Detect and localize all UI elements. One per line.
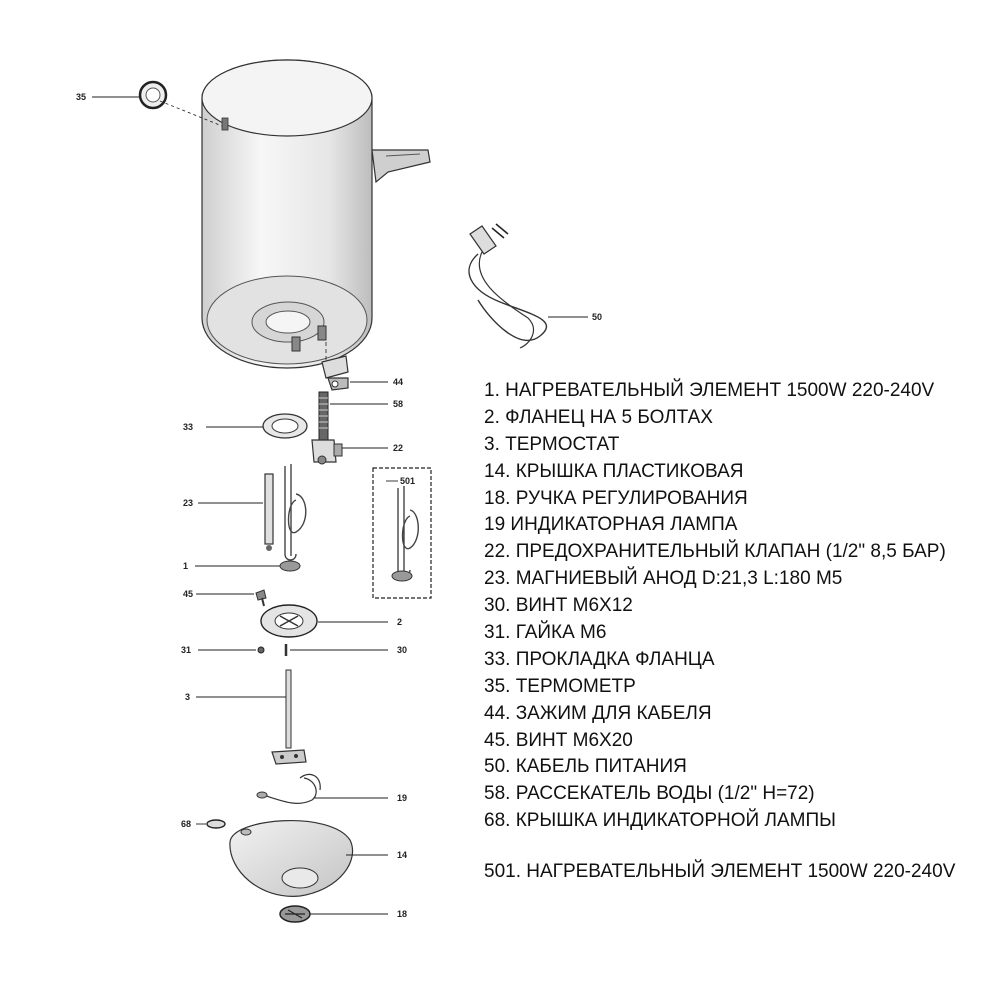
legend-item: 3. ТЕРМОСТАТ <box>484 433 620 455</box>
water-diffuser-58: 58 <box>318 391 403 441</box>
callout-501: 501 <box>400 476 415 486</box>
legend-item: 45. ВИНТ М6Х20 <box>484 729 633 751</box>
thermometer-35: 35 <box>76 80 223 127</box>
lamp-cover-68: 68 <box>181 819 226 829</box>
legend-item: 35. ТЕРМОМЕТР <box>484 675 636 697</box>
heating-element-501: 501 <box>372 467 432 599</box>
legend-item: 58. РАССЕКАТЕЛЬ ВОДЫ (1/2" H=72) <box>484 783 815 805</box>
heating-element-1: 1 <box>183 464 307 572</box>
callout-68: 68 <box>181 819 191 829</box>
callout-18: 18 <box>397 909 407 919</box>
legend-item: 31. ГАЙКА М6 <box>484 622 607 644</box>
nut-31: 31 <box>181 645 265 655</box>
legend-item: 44. ЗАЖИМ ДЛЯ КАБЕЛЯ <box>484 702 712 724</box>
callout-33: 33 <box>183 422 193 432</box>
legend-item: 1. НАГРЕВАТЕЛЬНЫЙ ЭЛЕМЕНТ 1500W 220-240V <box>484 380 935 401</box>
callout-1: 1 <box>183 561 188 571</box>
callout-30: 30 <box>397 645 407 655</box>
screw-45: 45 <box>183 589 267 607</box>
callout-22: 22 <box>393 443 403 453</box>
callout-58: 58 <box>393 399 403 409</box>
plastic-cover-14: 14 <box>229 819 407 897</box>
legend-item: 18. РУЧКА РЕГУЛИРОВАНИЯ <box>484 487 748 509</box>
parts-legend: 1. НАГРЕВАТЕЛЬНЫЙ ЭЛЕМЕНТ 1500W 220-240V… <box>484 378 984 835</box>
wall-bracket <box>371 149 431 184</box>
callout-2: 2 <box>397 617 402 627</box>
callout-50: 50 <box>592 312 602 322</box>
callout-45: 45 <box>183 589 193 599</box>
safety-valve-22: 22 <box>311 439 403 465</box>
callout-19: 19 <box>397 793 407 803</box>
callout-14: 14 <box>397 850 407 860</box>
cable-clamp-44: 44 <box>327 377 403 391</box>
indicator-lamp-19: 19 <box>256 773 407 804</box>
tank <box>201 59 373 369</box>
callout-23: 23 <box>183 498 193 508</box>
legend-item: 23. МАГНИЕВЫЙ АНОД D:21,3 L:180 M5 <box>484 568 843 590</box>
screw-30: 30 <box>284 644 407 656</box>
callout-31: 31 <box>181 645 191 655</box>
legend-item: 30. ВИНТ М6Х12 <box>484 595 633 617</box>
callout-3: 3 <box>185 692 190 702</box>
legend-item-501: 501. НАГРЕВАТЕЛЬНЫЙ ЭЛЕМЕНТ 1500W 220-24… <box>484 861 956 882</box>
flange-gasket-33: 33 <box>183 413 308 439</box>
legend-item: 14. КРЫШКА ПЛАСТИКОВАЯ <box>484 460 744 482</box>
flange-2: 2 <box>260 604 402 638</box>
legend-item: 22. ПРЕДОХРАНИТЕЛЬНЫЙ КЛАПАН (1/2" 8,5 Б… <box>484 541 946 563</box>
legend-item: 50. КАБЕЛЬ ПИТАНИЯ <box>484 756 687 778</box>
magnesium-anode-23: 23 <box>183 473 274 551</box>
legend-item: 2. ФЛАНЕЦ НА 5 БОЛТАХ <box>484 406 713 428</box>
power-cable-50: 50 <box>468 223 602 349</box>
cable-bracket <box>321 355 349 379</box>
thermostat-3: 3 <box>185 669 307 765</box>
control-knob-18: 18 <box>279 905 407 923</box>
legend-item: 68. КРЫШКА ИНДИКАТОРНОЙ ЛАМПЫ <box>484 810 836 832</box>
callout-44: 44 <box>393 377 403 387</box>
callout-35: 35 <box>76 92 86 102</box>
legend-item: 33. ПРОКЛАДКА ФЛАНЦА <box>484 648 715 670</box>
legend-item: 19 ИНДИКАТОРНАЯ ЛАМПА <box>484 514 738 536</box>
